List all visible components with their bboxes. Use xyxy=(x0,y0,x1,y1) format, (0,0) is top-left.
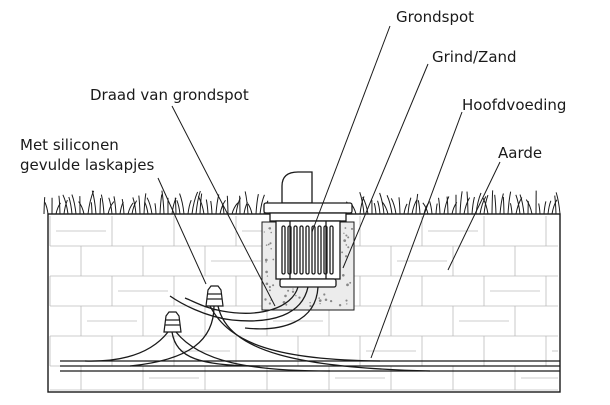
label-aarde: Aarde xyxy=(498,144,542,162)
spot-wires xyxy=(169,286,319,330)
wire-connector-icon xyxy=(163,311,182,333)
label-hoofdvoeding: Hoofdvoeding xyxy=(462,96,566,114)
label-grondspot: Grondspot xyxy=(396,8,474,26)
wire-connector-icon xyxy=(205,285,224,307)
label-laskapjes-line1: Met siliconen xyxy=(20,136,119,154)
label-laskapjes-line2: gevulde laskapjes xyxy=(20,156,155,174)
connector-wires xyxy=(84,305,431,372)
grass-icon xyxy=(43,190,561,215)
ground-spot-fixture-icon xyxy=(263,171,353,288)
label-grind-zand: Grind/Zand xyxy=(432,48,517,66)
leader-lines xyxy=(157,25,501,359)
label-draad-van-grondspot: Draad van grondspot xyxy=(90,86,249,104)
